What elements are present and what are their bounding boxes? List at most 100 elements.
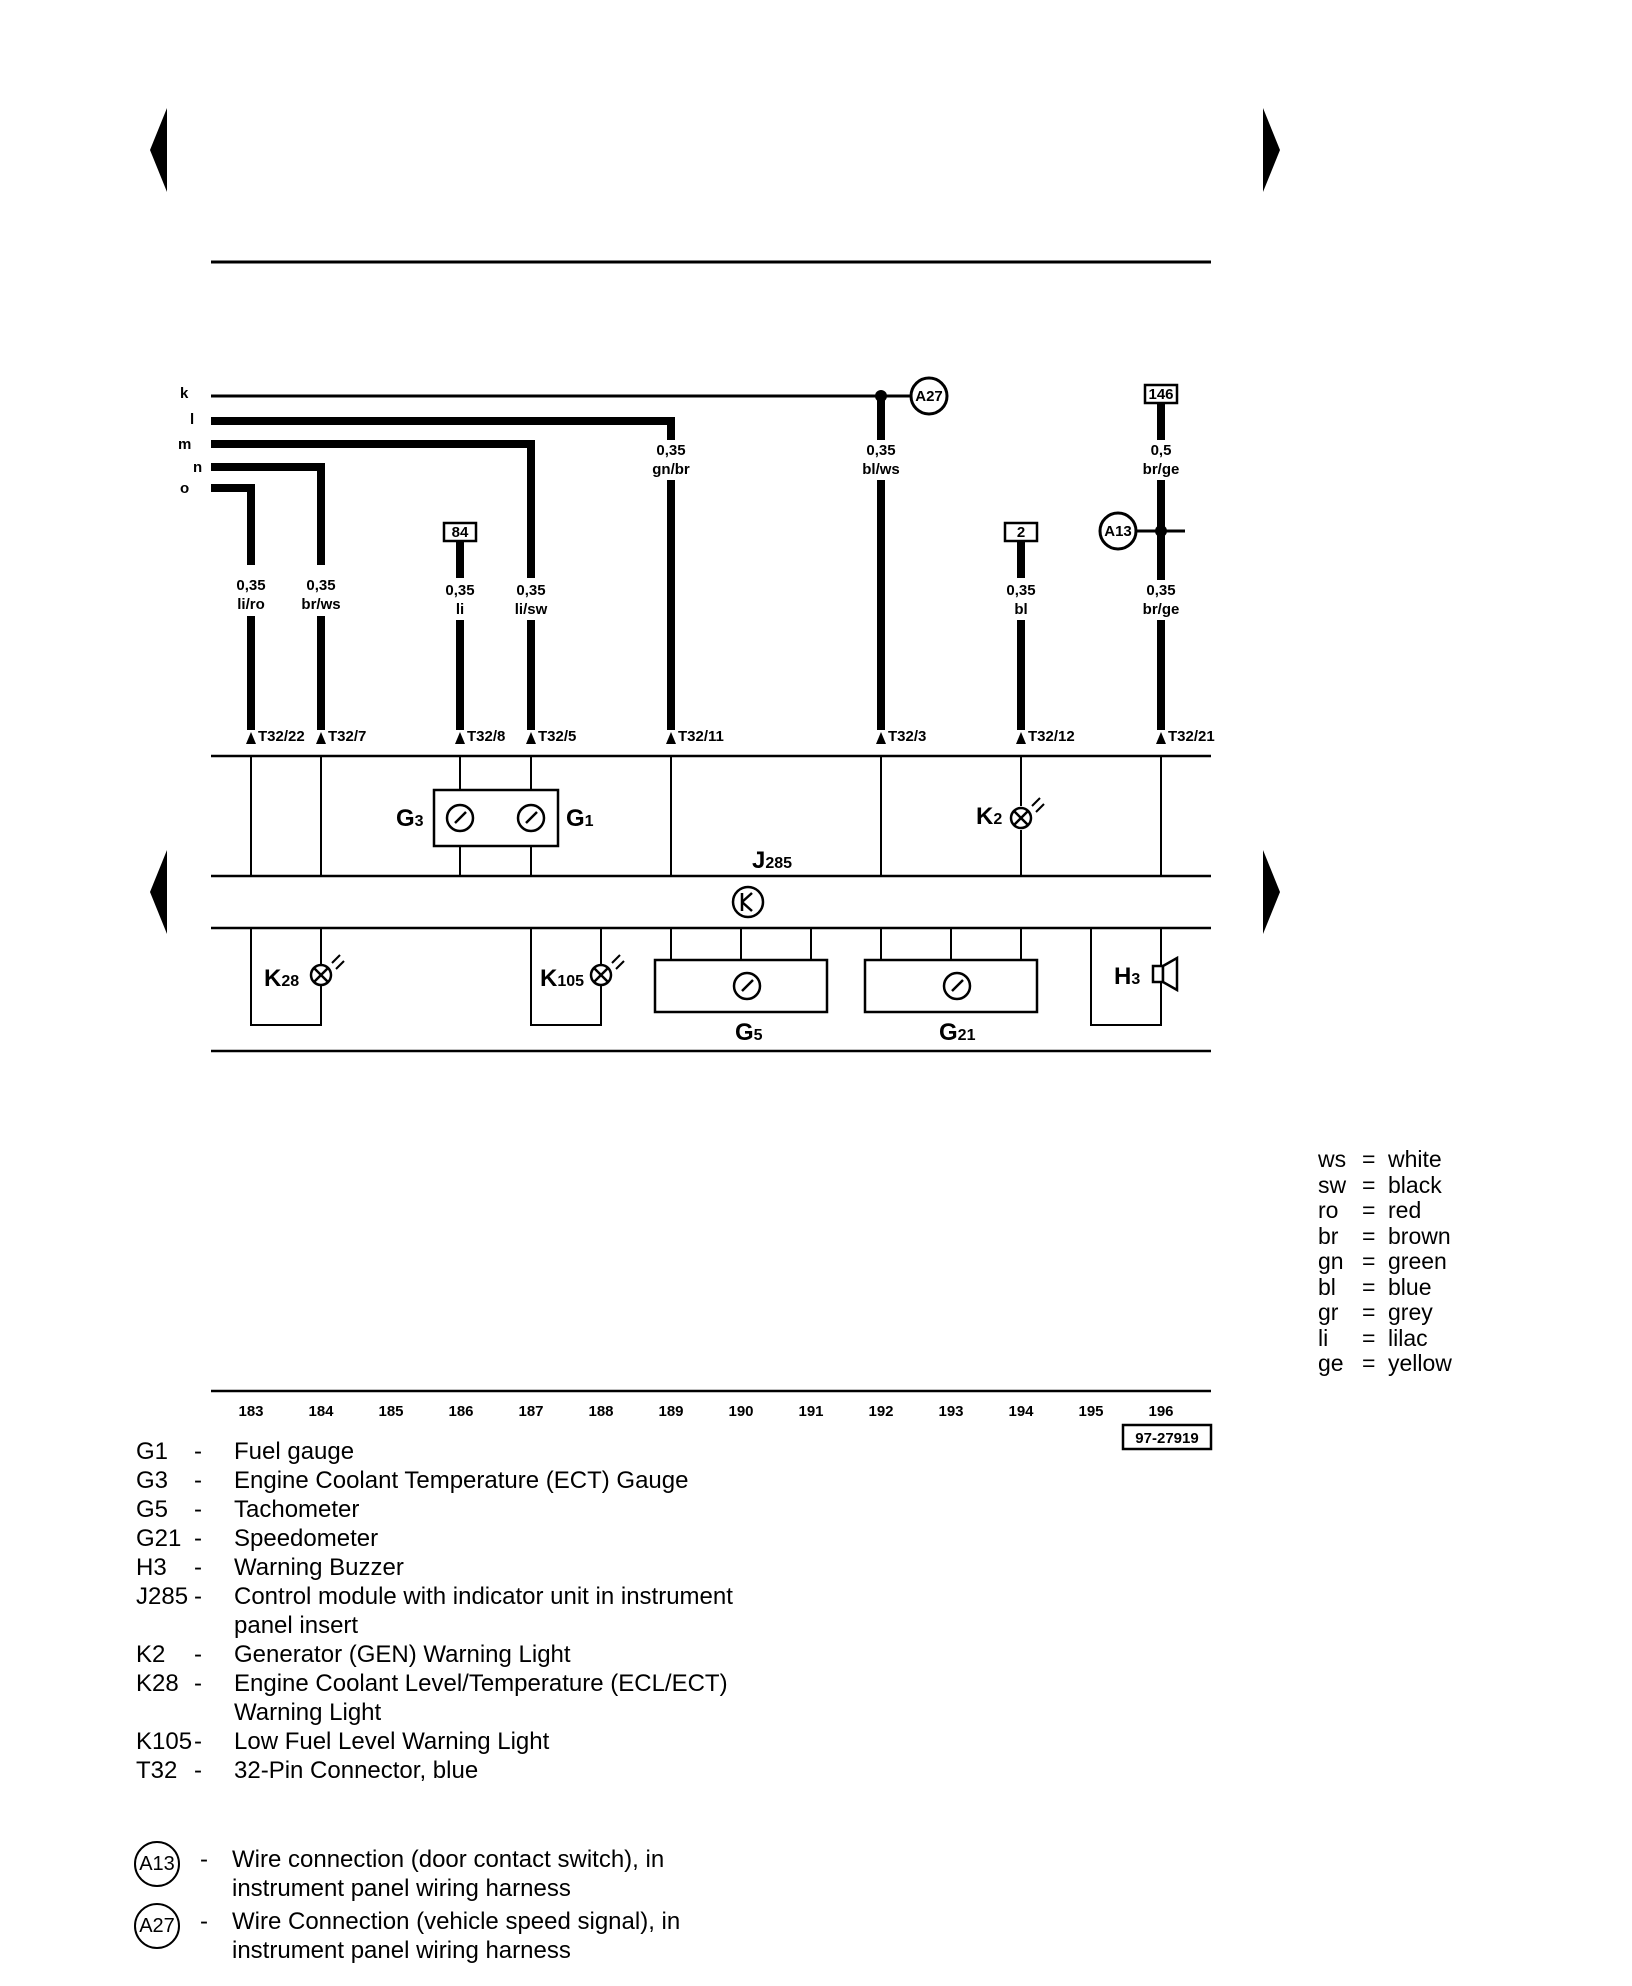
wire-187-color: li/sw — [515, 601, 548, 618]
legend-row: J285-Control module with indicator unit … — [136, 1582, 1036, 1640]
lamp-k28-icon — [309, 954, 345, 987]
legend-code: G1 — [136, 1438, 169, 1465]
legend-dash: - — [194, 1496, 202, 1523]
label-k105: K105 — [540, 965, 584, 992]
legend-desc: 32-Pin Connector, blue — [234, 1757, 479, 1784]
legend-dash: - — [194, 1583, 202, 1610]
color-key-row: ws=white — [1318, 1146, 1452, 1173]
legend-row: T32-32-Pin Connector, blue — [136, 1756, 1036, 1785]
pin-label-t32-21: T32/21 — [1168, 728, 1215, 745]
column-numbers: 183 184 185 186 187 188 189 190 191 192 … — [238, 1403, 1173, 1420]
nav-arrow-right-bottom-icon[interactable] — [1263, 850, 1280, 934]
connector-a27-badge — [909, 376, 949, 416]
control-module-j285-icon — [731, 885, 765, 919]
legend-desc: Fuel gauge — [234, 1438, 355, 1465]
legend-code: G21 — [136, 1525, 182, 1552]
wire-186-gauge: 0,35 — [445, 582, 474, 599]
legend-row: K105- Low Fuel Level Warning Light — [136, 1727, 1036, 1756]
pin-label-t32-11: T32/11 — [678, 728, 724, 745]
terminal-84-label: 84 — [452, 524, 469, 541]
label-k28: K28 — [264, 965, 299, 992]
column-number: 195 — [1078, 1403, 1103, 1420]
color-abbr: br — [1318, 1222, 1339, 1249]
bus-o-wire — [211, 484, 255, 565]
wire-184-gauge: 0,35 — [306, 577, 335, 594]
wire-196-gauge: 0,35 — [1146, 582, 1175, 599]
color-key-row: gr=grey — [1318, 1299, 1452, 1326]
pin-label-t32-12: T32/12 — [1028, 728, 1075, 745]
pin-label-t32-7: T32/7 — [328, 728, 366, 745]
label-g21: G21 — [939, 1019, 976, 1046]
label-h3: H3 — [1114, 963, 1140, 990]
connection-legend: A13 - Wire connection (door contact swit… — [134, 1841, 1034, 1969]
wire-183-gauge: 0,35 — [236, 577, 265, 594]
color-key-row: li=lilac — [1318, 1324, 1452, 1352]
legend-dash: - — [194, 1728, 202, 1755]
color-name: lilac — [1388, 1324, 1428, 1351]
wire-189-gauge: 0,35 — [656, 442, 685, 459]
legend-dash: - — [194, 1641, 202, 1668]
color-key-row: br=brown — [1318, 1222, 1452, 1250]
legend-desc: Low Fuel Level Warning Light — [234, 1728, 550, 1755]
color-name: red — [1388, 1197, 1422, 1223]
legend-code: H3 — [136, 1554, 167, 1581]
color-abbr: gn — [1318, 1248, 1344, 1274]
color-key-row: ro=red — [1318, 1197, 1452, 1224]
pin-label-t32-3: T32/3 — [888, 728, 926, 745]
legend-dash: - — [194, 1670, 202, 1697]
wire-183-color: li/ro — [237, 596, 265, 613]
bus-label-l: l — [190, 411, 194, 428]
legend-desc: Tachometer — [234, 1496, 360, 1523]
bus-n-wire — [211, 463, 325, 565]
connection-legend-row: A13 - Wire connection (door contact swit… — [134, 1841, 1034, 1907]
legend-row: G3-Engine Coolant Temperature (ECT) Gaug… — [136, 1466, 1036, 1495]
column-number: 185 — [378, 1403, 403, 1420]
nav-arrow-left-top-icon[interactable] — [150, 108, 167, 192]
color-equals: = — [1362, 1248, 1376, 1274]
color-abbr: ro — [1318, 1197, 1339, 1223]
bus-m-wire — [211, 440, 535, 578]
column-number: 186 — [448, 1403, 473, 1420]
color-equals: = — [1362, 1273, 1376, 1300]
wire-196-top-gauge: 0,5 — [1151, 442, 1172, 459]
legend-dash: - — [194, 1554, 202, 1581]
color-key-row: sw=black — [1318, 1172, 1452, 1199]
legend-dash: - — [194, 1438, 202, 1465]
terminal-2-label: 2 — [1017, 524, 1025, 541]
cluster-upper-wires — [250, 756, 1162, 876]
pin-label-t32-22: T32/22 — [258, 728, 305, 745]
wire-196-top-color: br/ge — [1143, 461, 1180, 478]
connector-a13-junction — [1155, 525, 1167, 537]
color-abbr: gr — [1318, 1299, 1339, 1325]
legend-code: K105 — [136, 1728, 193, 1755]
legend-dash: - — [194, 1467, 202, 1494]
legend-dash: - — [200, 1908, 208, 1935]
legend-desc: Generator (GEN) Warning Light — [234, 1641, 571, 1668]
bus-l-wire — [211, 417, 675, 440]
legend-dash: - — [194, 1525, 202, 1552]
color-key-row: ge=yellow — [1318, 1350, 1452, 1377]
column-number: 193 — [938, 1403, 963, 1420]
legend-code: T32 — [136, 1757, 178, 1784]
color-name: yellow — [1388, 1350, 1452, 1376]
wire-186-color: li — [456, 601, 464, 618]
column-number: 189 — [658, 1403, 683, 1420]
color-name: green — [1388, 1248, 1447, 1274]
connector-a27-label: A27 — [915, 388, 943, 405]
legend-row: K2 - Generator (GEN) Warning Light — [136, 1640, 1036, 1669]
gauge-g1-icon — [516, 803, 546, 833]
color-name: white — [1388, 1146, 1442, 1172]
wire-194-color: bl — [1014, 601, 1027, 618]
nav-arrow-right-top-icon[interactable] — [1263, 108, 1280, 192]
legend-code: K2 — [136, 1641, 166, 1668]
buzzer-h3-icon — [1151, 955, 1179, 993]
legend-desc: Control module with indicator unit in in… — [234, 1583, 733, 1639]
column-number: 191 — [798, 1403, 823, 1420]
nav-arrow-left-bottom-icon[interactable] — [150, 850, 167, 934]
column-number: 190 — [728, 1403, 753, 1420]
wire-196-color: br/ge — [1143, 601, 1180, 618]
legend-desc: Engine Coolant Temperature (ECT) Gauge — [234, 1467, 689, 1494]
color-equals: = — [1362, 1324, 1376, 1351]
color-key-row: bl=blue — [1318, 1273, 1452, 1301]
